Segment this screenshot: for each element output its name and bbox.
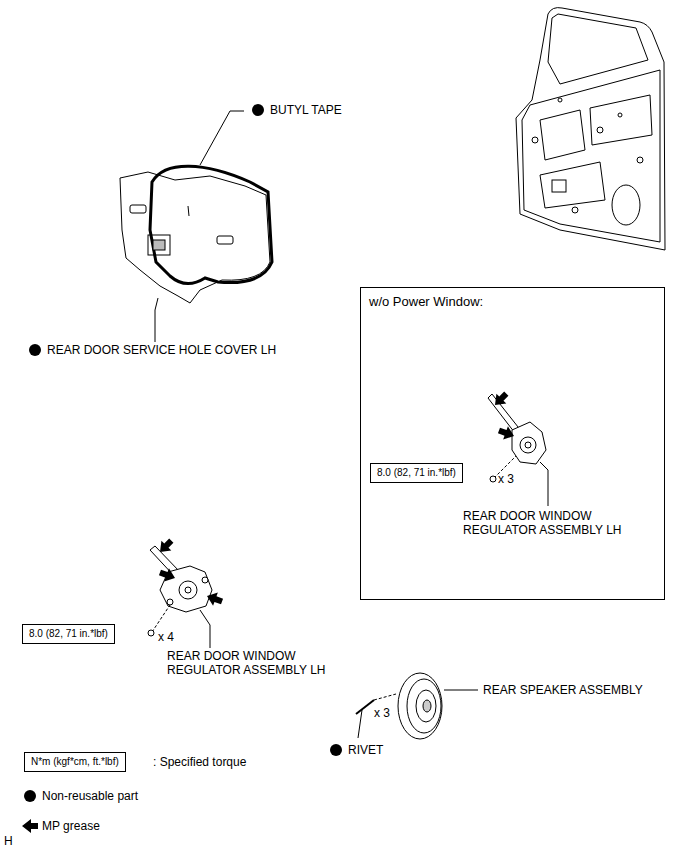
torque-value: N*m (kgf*cm, ft.*lbf)	[31, 756, 119, 768]
legend-text: Non-reusable part	[42, 789, 138, 803]
part-name: RIVET	[348, 743, 383, 757]
torque-value: 8.0 (82, 71 in.*lbf)	[377, 467, 456, 479]
legend-text: : Specified torque	[153, 755, 246, 769]
quantity: x 3	[498, 472, 514, 486]
torque-value: 8.0 (82, 71 in.*lbf)	[29, 628, 108, 640]
service-hole-cover	[120, 166, 272, 303]
window-regulator	[150, 546, 212, 612]
quantity: x 4	[158, 630, 174, 644]
quantity: x 3	[374, 706, 390, 720]
torque-box: N*m (kgf*cm, ft.*lbf)	[24, 752, 126, 772]
part-name: REAR DOOR WINDOW REGULATOR ASSEMBLY LH	[167, 649, 337, 677]
legend-text: MP grease	[42, 819, 100, 833]
torque-box: 8.0 (82, 71 in.*lbf)	[370, 463, 463, 483]
part-name: BUTYL TAPE	[270, 103, 342, 117]
part-name: REAR DOOR WINDOW REGULATOR ASSEMBLY LH	[463, 509, 633, 537]
figure-code: H	[4, 834, 13, 848]
speaker	[398, 673, 442, 739]
part-name: REAR DOOR SERVICE HOLE COVER LH	[47, 343, 276, 357]
variant-panel: w/o Power Window: 8.0 (82, 71 in.*lbf)	[360, 287, 665, 600]
part-name: REAR SPEAKER ASSEMBLY	[483, 683, 643, 697]
torque-box: 8.0 (82, 71 in.*lbf)	[22, 624, 115, 644]
door-illustration	[516, 8, 665, 250]
panel-title: w/o Power Window:	[361, 288, 664, 309]
